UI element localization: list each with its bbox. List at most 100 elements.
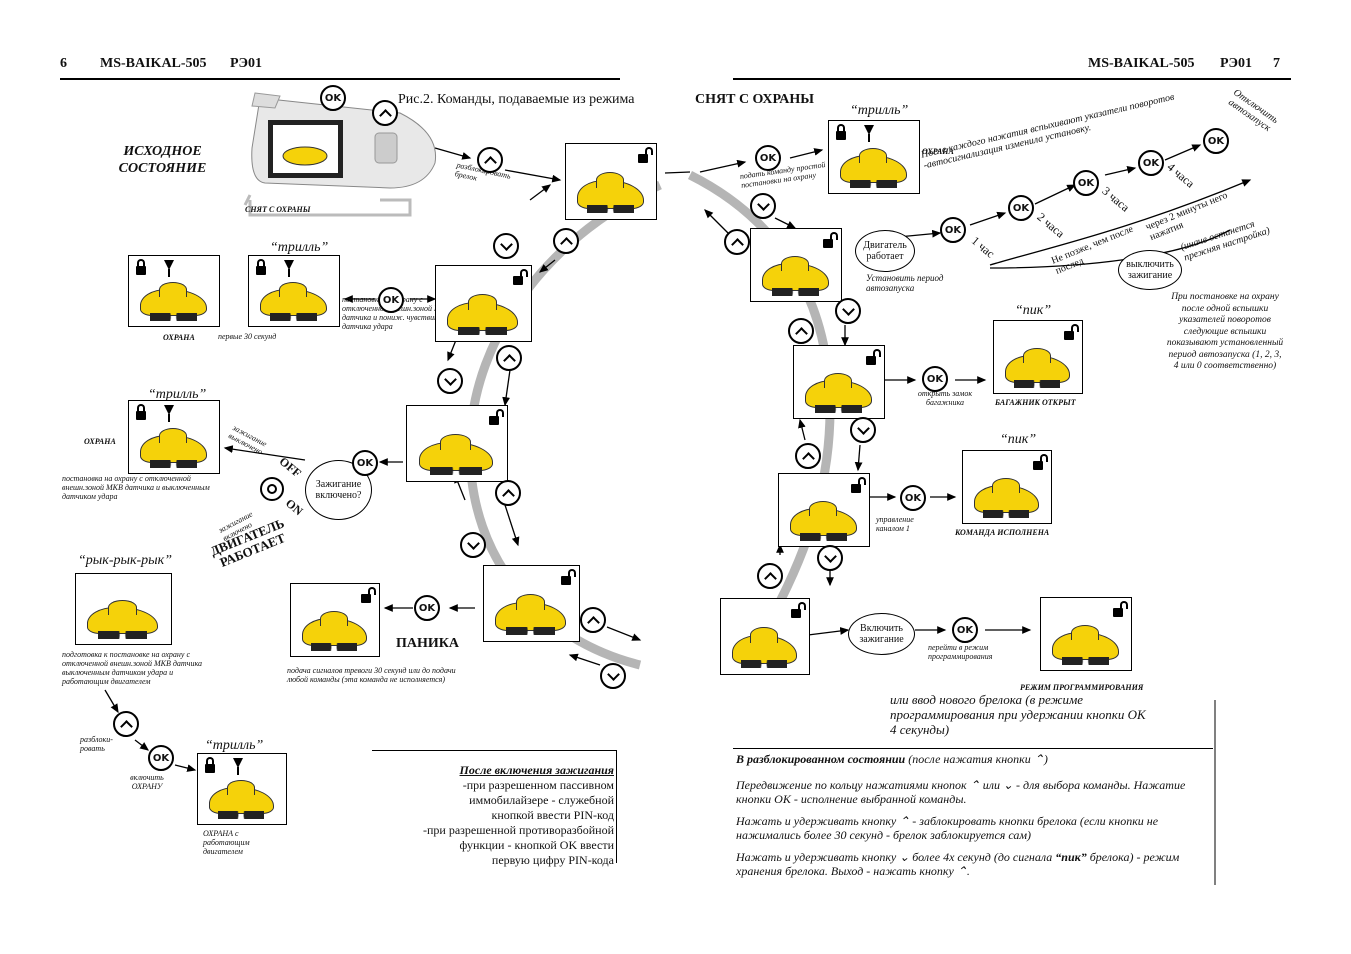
turn-on-ignition-oval: Включить зажигание: [848, 613, 915, 655]
screen-engine-running: [75, 573, 172, 645]
page-number-left: 6: [60, 56, 67, 71]
ignition-line: кнопкой ввести PIN-код: [491, 808, 614, 822]
ok-button-icon: [352, 450, 378, 476]
ignition-box-lines: -при разрешенном пассивном иммобилайзере…: [423, 778, 614, 868]
ignition-line: -при разрешенной противоразбойной: [422, 823, 614, 837]
ok-button-icon: [148, 745, 174, 771]
down-button-icon: [750, 193, 776, 219]
up-button-icon: [113, 711, 139, 737]
ok-button-icon: [952, 617, 978, 643]
ok-button-icon: [1138, 150, 1164, 176]
ignition-box-title: После включения зажигания: [459, 763, 614, 777]
down-button-icon: [600, 663, 626, 689]
turn-off-ignition-oval: выключить зажигание: [1118, 250, 1182, 290]
screen-prog-source: [720, 598, 810, 675]
screen-ignition-state: [406, 405, 508, 482]
car-icon: [973, 478, 1039, 518]
antenna-icon: [164, 260, 174, 277]
antenna-icon: [164, 405, 174, 422]
car-icon: [761, 256, 829, 296]
unlocked-box-rule: [733, 748, 1213, 749]
open-trunk-label: открыть замок багажника: [917, 389, 973, 407]
ok-button-icon: [320, 85, 346, 111]
up-button-icon: [724, 229, 750, 255]
down-button-icon: [493, 233, 519, 259]
screen-disarmed-top: [565, 143, 657, 220]
unlock-label-2: разблоки-ровать: [80, 735, 113, 753]
ok-button-icon: [378, 287, 404, 313]
header-rule-left: [60, 78, 620, 80]
lock-open-icon: [489, 416, 499, 425]
unlocked-p2: Нажать и удерживать кнопку ⌃ - заблокиро…: [736, 814, 1159, 842]
pik-label-1: “пик”: [1015, 303, 1052, 318]
header-code-left: РЭ01: [230, 56, 263, 71]
up-button-icon: [495, 480, 521, 506]
unlocked-p3-pik: “пик”: [1055, 850, 1087, 864]
ok-button-icon: [1008, 195, 1034, 221]
up-button-icon: [372, 100, 398, 126]
ok-button-icon: [1203, 128, 1229, 154]
unlocked-p1: Передвижение по кольцу нажатиями кнопок …: [736, 778, 1186, 806]
ok-button-icon: [900, 485, 926, 511]
ignition-line: первую цифру PIN-кода: [491, 853, 614, 867]
go-prog-label: перейти в режим программирования: [928, 643, 993, 661]
ignition-key-icon: [258, 475, 286, 503]
channel1-label: управление каналом 1: [876, 515, 914, 533]
car-icon: [259, 282, 327, 321]
screen-autostart: [750, 228, 842, 302]
up-button-icon: [795, 443, 821, 469]
ok-button-icon: [1073, 170, 1099, 196]
ok-button-icon: [414, 595, 440, 621]
figure-caption: Рис.2. Команды, подаваемые из режима: [398, 92, 635, 107]
state-guard-2: ОХРАНА: [84, 437, 116, 446]
screen-guard-engine: [197, 753, 287, 825]
unlocked-title-row: В разблокированном состоянии (после нажа…: [736, 752, 1206, 766]
down-button-icon: [460, 532, 486, 558]
guard-flash-note: При постановке на охрану после одной всп…: [1166, 292, 1284, 371]
guard-no-sensors-label: постановка на охрану с отключенной внешн…: [62, 474, 210, 501]
lock-open-icon: [638, 154, 648, 163]
enable-guard-label: включить ОХРАНУ: [130, 773, 164, 791]
antenna-icon: [864, 125, 874, 142]
car-icon: [731, 627, 797, 669]
state-guard-engine: ОХРАНА с работающим двигателем: [203, 829, 250, 856]
screen-trunk-open: [993, 320, 1083, 394]
car-icon: [804, 373, 872, 413]
state-panic: ПАНИКА: [396, 636, 460, 651]
screen-trunk-cmd: [793, 345, 885, 419]
initial-state-label: ИСХОДНОЕ СОСТОЯНИЕ: [118, 144, 207, 176]
header-rule-right: [733, 78, 1291, 80]
unlocked-p3-c: брелока) - режим хранения брелока. Выход…: [736, 850, 1180, 878]
car-icon: [447, 294, 518, 336]
up-button-icon: [580, 607, 606, 633]
screen-channel1: [778, 473, 870, 547]
state-prog-mode: РЕЖИМ ПРОГРАММИРОВАНИЯ: [1020, 683, 1144, 692]
down-button-icon: [835, 298, 861, 324]
first-30-seconds: первые 30 секунд: [218, 332, 277, 341]
unlocked-info-box: В разблокированном состоянии (после нажа…: [736, 752, 1206, 878]
lock-closed-icon: [136, 259, 146, 275]
lock-open-icon: [1064, 331, 1074, 340]
pik-label-2: “пик”: [1000, 432, 1037, 447]
new-fob-note: или ввод нового брелока (в режиме програ…: [890, 692, 1146, 737]
trill-label-2: “трилль”: [148, 387, 207, 402]
engine-works-oval: Двигатель работает: [855, 230, 915, 272]
header-code-right: РЭ01: [1220, 56, 1253, 71]
screen-guard-detached: [435, 265, 532, 342]
car-icon: [87, 600, 158, 639]
car-icon: [576, 172, 644, 214]
ok-button-icon: [755, 145, 781, 171]
up-button-icon: [553, 228, 579, 254]
down-button-icon: [850, 417, 876, 443]
car-icon: [789, 501, 857, 541]
ignition-info-box: После включения зажигания -при разрешенн…: [372, 750, 617, 867]
trill-label-3: “трилль”: [205, 738, 264, 753]
car-icon: [839, 148, 907, 188]
lock-closed-icon: [836, 124, 846, 140]
car-icon: [208, 780, 274, 819]
unlocked-p3-a: Нажать и удерживать кнопку ⌄ более 4х се…: [736, 850, 1053, 864]
up-button-icon: [788, 318, 814, 344]
lock-closed-icon: [256, 259, 266, 275]
ignition-line: -при разрешенном пассивном: [462, 778, 614, 792]
header-title-right: MS-BAIKAL-505: [1088, 56, 1195, 71]
